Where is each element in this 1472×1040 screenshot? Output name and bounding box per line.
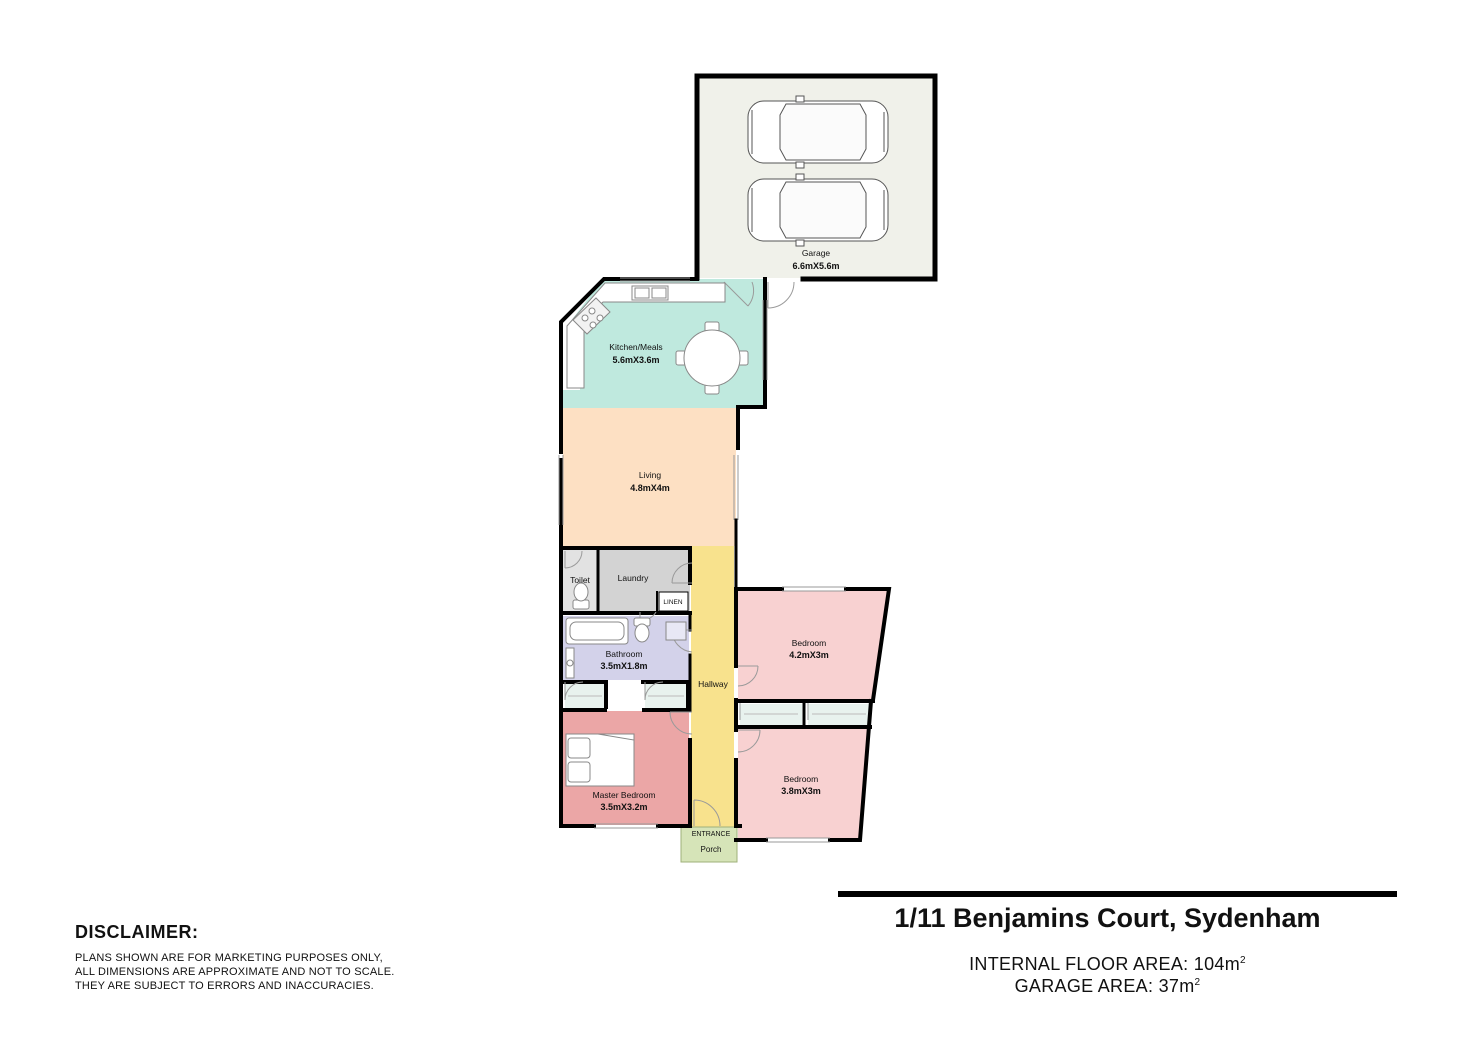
garage-area-text: GARAGE AREA: 37m xyxy=(1014,976,1195,996)
disclaimer-line: ALL DIMENSIONS ARE APPROXIMATE AND NOT T… xyxy=(75,966,395,978)
porch-fill xyxy=(681,827,737,862)
stove-icon xyxy=(572,297,611,335)
disclaimer-line: THEY ARE SUBJECT TO ERRORS AND INACCURAC… xyxy=(75,980,374,992)
entrance-label: ENTRANCE xyxy=(692,831,731,838)
car-icon xyxy=(747,173,889,247)
disclaimer-title: DISCLAIMER: xyxy=(75,922,199,942)
toilet-icon xyxy=(572,582,590,610)
wardrobe-fill xyxy=(740,704,802,726)
living-fill xyxy=(563,408,736,546)
garage-area: GARAGE AREA: 37m2 xyxy=(838,976,1377,997)
windows xyxy=(558,277,846,843)
dining-table-icon xyxy=(675,321,749,395)
room-label-porch: Porch xyxy=(701,845,722,854)
bedroom-fill xyxy=(738,729,870,838)
garage-area-sup: 2 xyxy=(1194,977,1201,988)
room-size-bedroom: 4.2mX3m xyxy=(789,650,829,660)
room-size-kitchen: 5.6mX3.6m xyxy=(612,355,659,365)
bedroom-fill xyxy=(738,591,887,700)
internal-floor-area: INTERNAL FLOOR AREA: 104m2 xyxy=(838,954,1377,975)
linen-cupboard xyxy=(658,591,689,612)
porch-outline xyxy=(680,826,738,863)
room-size-bathroom: 3.5mX1.8m xyxy=(600,661,647,671)
room-label-linen: LINEN xyxy=(663,599,682,606)
room-label-bedroom: Bedroom xyxy=(784,774,819,784)
disclaimer-line: PLANS SHOWN ARE FOR MARKETING PURPOSES O… xyxy=(75,952,383,964)
property-address: 1/11 Benjamins Court, Sydenham xyxy=(894,903,1321,933)
wardrobe-fill xyxy=(808,704,870,726)
internal-area-text: INTERNAL FLOOR AREA: 104m xyxy=(969,954,1241,974)
room-label-living: Living xyxy=(639,470,661,480)
room-label-kitchen: Kitchen/Meals xyxy=(609,342,662,352)
room-label-toilet: Toilet xyxy=(570,575,590,585)
room-label-laundry: Laundry xyxy=(618,573,649,583)
room-size-living: 4.8mX4m xyxy=(630,483,670,493)
room-label-bedroom: Bedroom xyxy=(792,638,827,648)
car-icon xyxy=(747,95,889,169)
room-size-garage: 6.6mX5.6m xyxy=(792,261,839,271)
room-label-hallway: Hallway xyxy=(698,679,729,689)
toilet-icon xyxy=(633,617,651,643)
room-size-master-bedroom: 3.5mX3.2m xyxy=(600,802,647,812)
fixtures xyxy=(565,282,866,787)
room-size-bedroom: 3.8mX3m xyxy=(781,786,821,796)
walls xyxy=(559,73,938,842)
bed-icon xyxy=(565,733,635,787)
hallway-fill xyxy=(691,546,734,827)
room-label-garage: Garage xyxy=(802,248,831,258)
room-label-master-bedroom: Master Bedroom xyxy=(593,790,656,800)
internal-area-sup: 2 xyxy=(1240,955,1246,966)
address-divider xyxy=(838,891,1397,897)
room-label-bathroom: Bathroom xyxy=(606,649,643,659)
